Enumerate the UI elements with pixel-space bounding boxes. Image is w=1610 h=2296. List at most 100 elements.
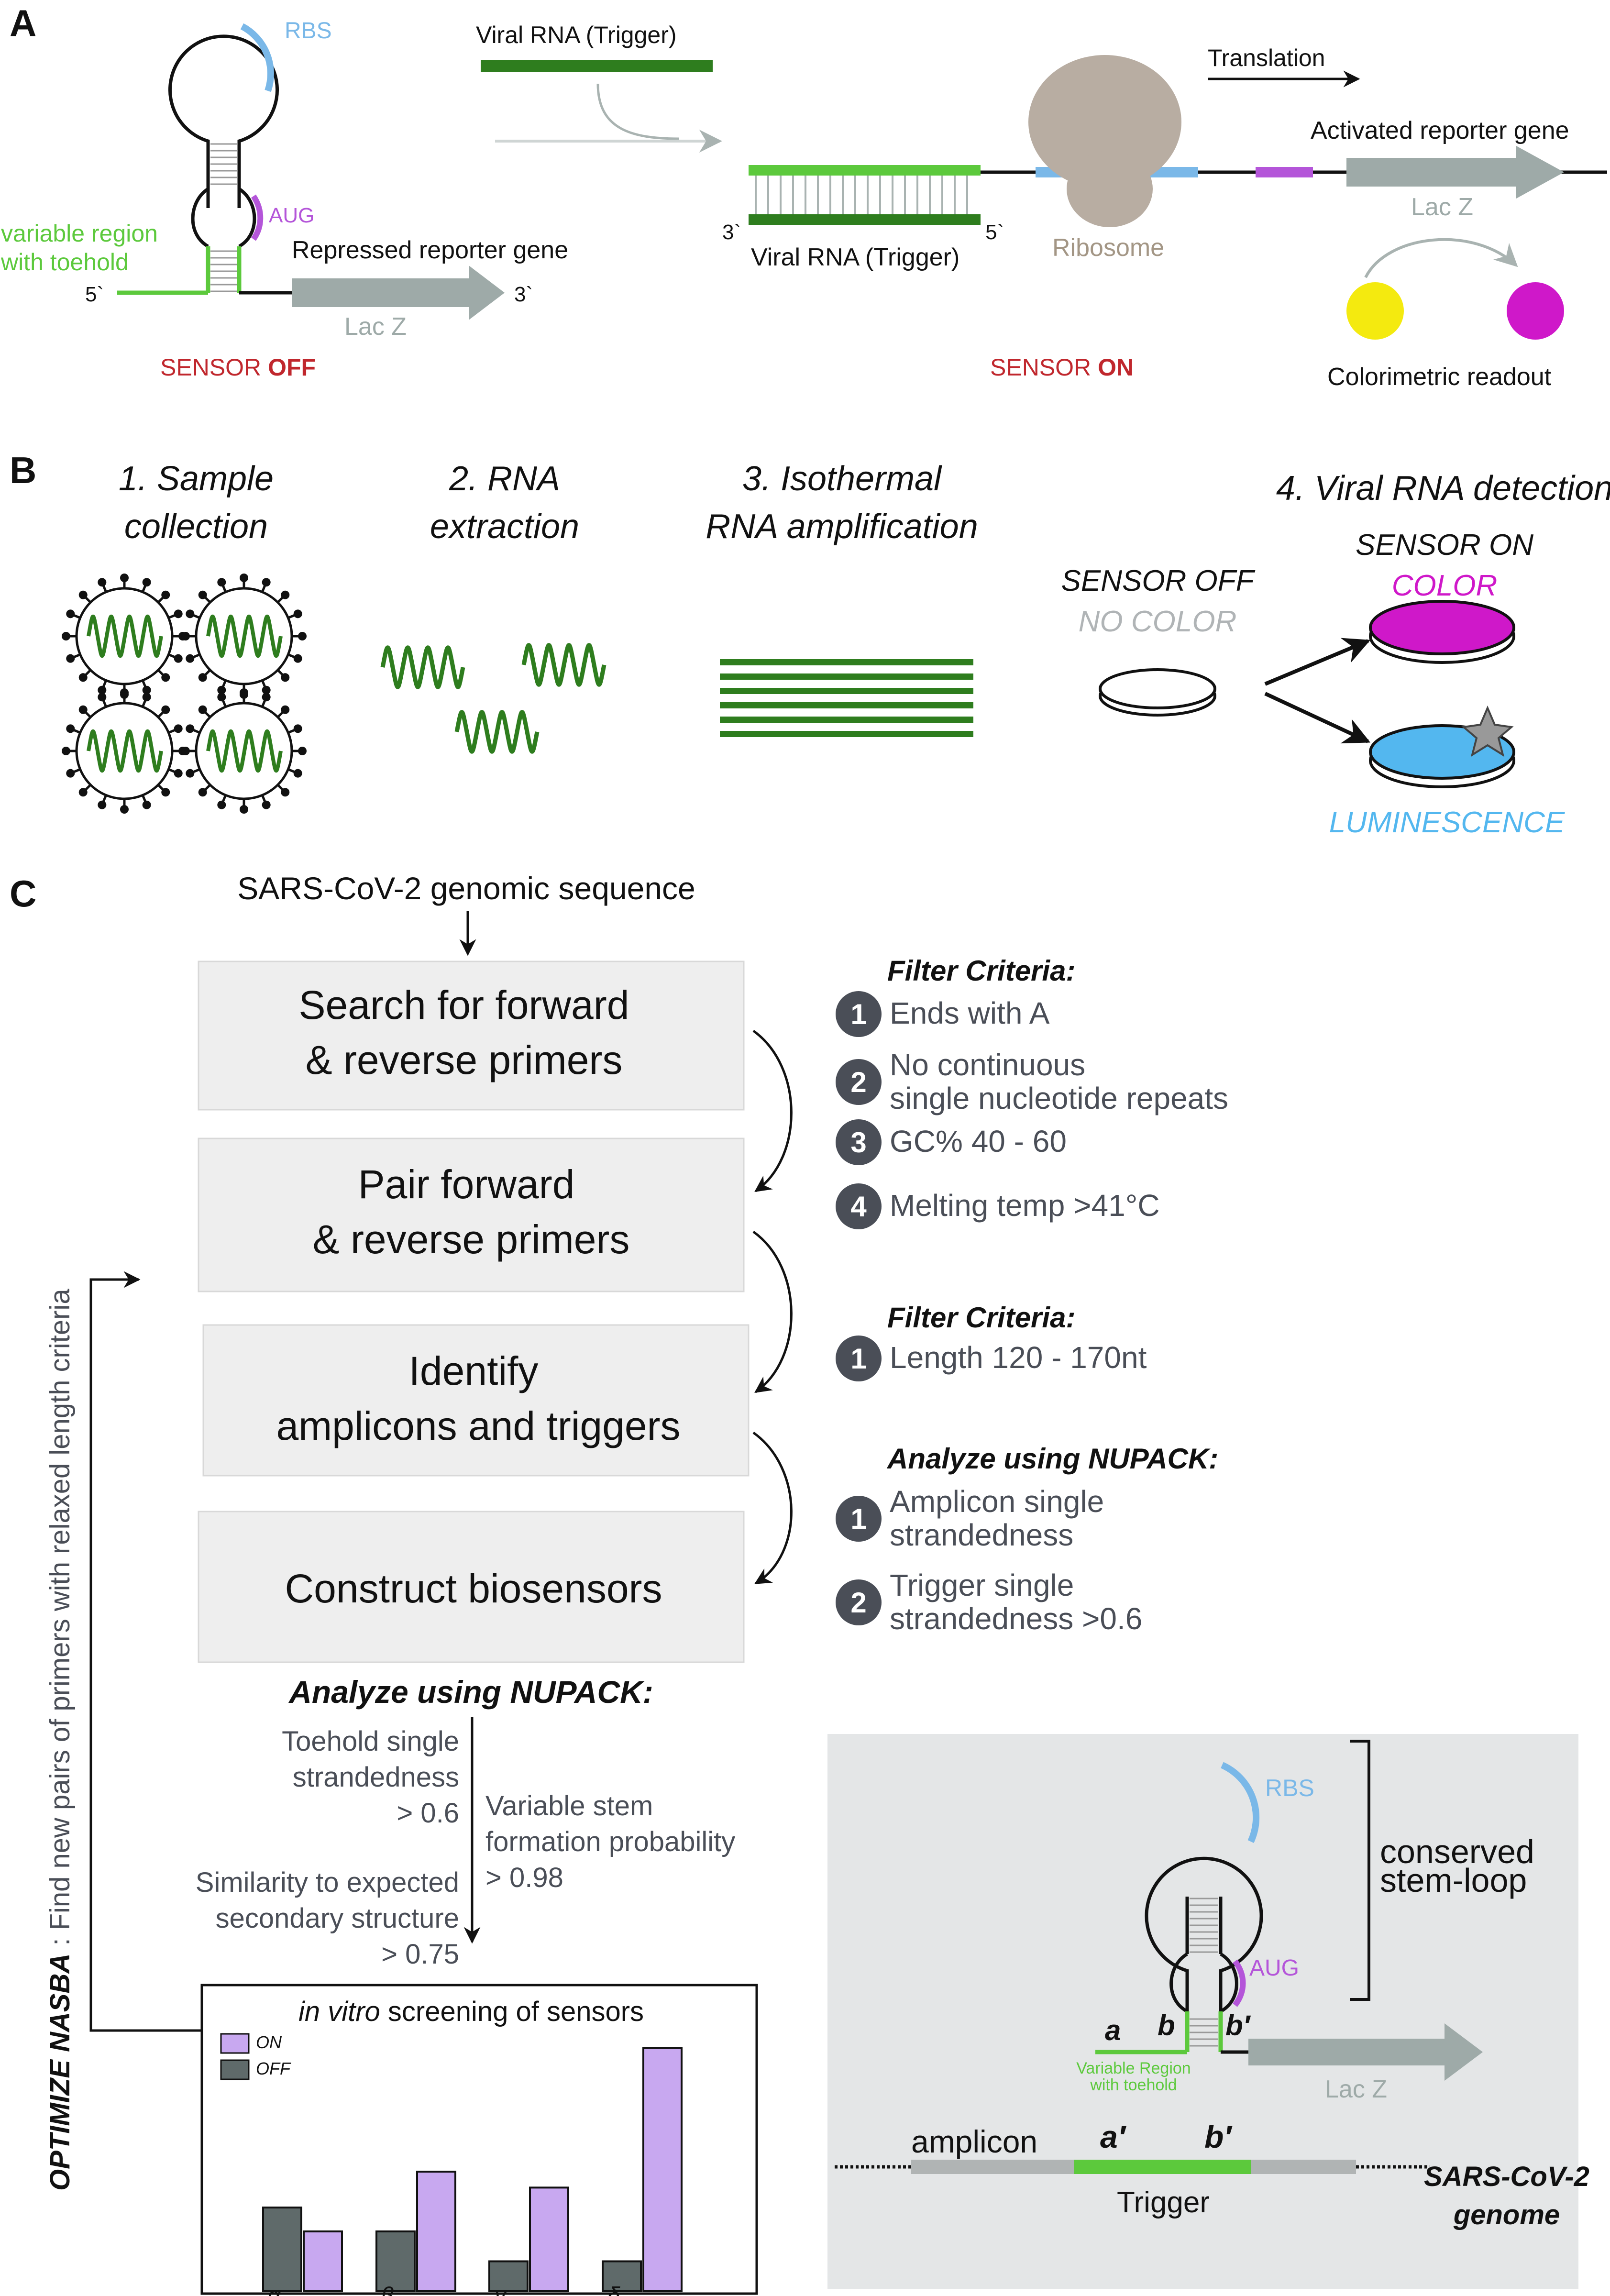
aug-label: AUG <box>269 204 314 227</box>
sensor-off-label: SENSOR OFF <box>160 354 316 381</box>
virus-particle <box>181 574 307 699</box>
inset-aug-label: AUG <box>1249 1955 1299 1981</box>
three-prime-label: 3` <box>514 283 533 306</box>
toehold-criteria: Toehold single strandedness > 0.6 <box>282 1726 459 1829</box>
criteria-title: Filter Criteria: <box>887 1302 1075 1334</box>
step-box-1 <box>198 960 745 1111</box>
inset-rbs-label: RBS <box>1265 1775 1314 1801</box>
no-color-label: NO COLOR <box>1079 605 1237 638</box>
five-prime-label-2: 5` <box>985 221 1004 244</box>
inset-lacz-label: Lac Z <box>1325 2075 1387 2103</box>
inset-hairpin <box>1095 1762 1483 2081</box>
hairpin-sensor-off <box>117 23 505 320</box>
criteria-text: Length 120 - 170nt <box>890 1340 1147 1375</box>
colorimetric-readout-label: Colorimetric readout <box>1327 363 1552 391</box>
repressed-reporter-label: Repressed reporter gene <box>292 236 568 264</box>
criteria-text-line: strandedness <box>293 1762 459 1793</box>
bar-off-0 <box>262 2207 302 2292</box>
criteria-text: single nucleotide repeats <box>890 1081 1228 1115</box>
activated-reporter-label: Activated reporter gene <box>1311 117 1569 144</box>
chart-frame <box>200 1984 758 2295</box>
luminescence-label: LUMINESCENCE <box>1329 806 1565 839</box>
step-box-3 <box>202 1324 750 1477</box>
step1-line1: 1. Sample <box>119 460 274 498</box>
step-box-2-line1: Pair forward <box>358 1162 575 1207</box>
legend-swatch <box>220 2033 250 2054</box>
ribosome-label: Ribosome <box>1052 234 1164 262</box>
three-prime-label-2: 3` <box>722 221 741 244</box>
criteria-number: 2 <box>850 1587 866 1619</box>
criteria-number: 4 <box>850 1191 867 1223</box>
step-box-3-line2: amplicons and triggers <box>276 1403 680 1448</box>
criteria-text-line: formation probability <box>485 1826 735 1857</box>
criteria-text: Trigger single <box>890 1568 1074 1602</box>
trigger-label: Trigger <box>1117 2186 1210 2219</box>
step1-line2: collection <box>124 508 268 546</box>
criteria-text: No continuous <box>890 1048 1085 1082</box>
panel-b: B 1. Sample collection 2. RNA extraction… <box>10 449 1610 839</box>
step4-label: 4. Viral RNA detection <box>1276 469 1610 508</box>
criteria-text: Amplicon single <box>890 1484 1104 1519</box>
panel-a-letter: A <box>10 2 36 44</box>
criteria-text-line: > 0.6 <box>397 1798 459 1829</box>
category-label: β <box>380 2283 394 2296</box>
virus-particle <box>181 688 307 814</box>
viral-rna-top-strand <box>481 60 713 72</box>
bar-on-0 <box>303 2230 343 2292</box>
criteria-text: Ends with A <box>890 996 1050 1030</box>
step-box-4-label: Construct biosensors <box>285 1566 662 1611</box>
criteria-number: 3 <box>850 1126 866 1159</box>
panel-a: A RBS AUG variable region with toehold 5… <box>0 2 1607 391</box>
inset-b-prime-label: b′ <box>1225 2009 1251 2042</box>
a-prime-label: a′ <box>1100 2119 1127 2154</box>
genomic-sequence-label: SARS-CoV-2 genomic sequence <box>237 871 695 906</box>
screening-title: in vitro screening of sensors <box>298 1996 644 2027</box>
criteria-number-badge <box>836 991 882 1037</box>
lacz-label-on: Lac Z <box>1411 193 1473 221</box>
five-prime-label: 5` <box>85 283 104 306</box>
step-box-2 <box>198 1137 745 1292</box>
criteria-text-line: Toehold single <box>282 1726 459 1757</box>
extracted-rna <box>380 643 607 754</box>
sensor-on-b-label: SENSOR ON <box>1356 529 1533 562</box>
criteria-number-badge <box>836 1119 882 1165</box>
plate-off <box>1099 668 1216 717</box>
variable-region-label-1: variable region <box>1 220 158 247</box>
sensor-on-label: SENSOR ON <box>990 354 1134 381</box>
criteria-title: Analyze using NUPACK: <box>886 1443 1218 1475</box>
category-label: γ <box>495 2283 507 2296</box>
star-icon <box>1461 705 1514 757</box>
legend-label: OFF <box>256 2059 291 2078</box>
step-box-1-line1: Search for forward <box>299 982 629 1027</box>
inset-a-label: a <box>1105 2014 1121 2046</box>
plate-color <box>1369 600 1515 664</box>
criteria-number: 2 <box>850 1066 866 1098</box>
magenta-color-dot <box>1507 282 1564 340</box>
criteria-number-badge <box>836 1336 882 1381</box>
criteria-text: GC% 40 - 60 <box>890 1124 1067 1159</box>
criteria-text: Melting temp >41°C <box>890 1188 1160 1223</box>
step3-line1: 3. Isothermal <box>742 460 942 498</box>
structure-inset <box>827 1734 1578 2289</box>
rna-strand <box>380 645 465 689</box>
optimize-nasba-label: OPTIMIZE NASBA : Find new pairs of prime… <box>44 1289 76 2191</box>
conserved-label-1: conserved <box>1380 1833 1534 1870</box>
criteria-text-line: secondary structure <box>216 1903 459 1934</box>
panel-c-letter: C <box>10 872 36 915</box>
color-label: COLOR <box>1392 569 1497 602</box>
bar-off-3 <box>602 2260 642 2292</box>
criteria-item: 4 Melting temp >41°C <box>836 1183 1160 1229</box>
criteria-number: 1 <box>850 1503 866 1535</box>
criteria-title: Filter Criteria: <box>887 955 1075 987</box>
legend-label: ON <box>256 2032 282 2052</box>
inset-b-label: b <box>1158 2009 1175 2042</box>
amplified-rna-lines <box>720 659 973 737</box>
